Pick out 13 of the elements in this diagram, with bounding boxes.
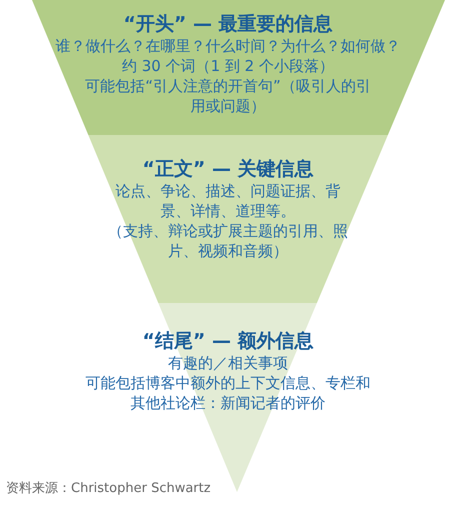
band-text: 可能包括“引人注意的开首句”（吸引人的引用或问题） <box>84 76 372 116</box>
source-note: 资料来源：Christopher Schwartz <box>6 480 212 498</box>
band-heading: “结尾” — 额外信息 <box>142 329 314 353</box>
band-text: 可能包括博客中额外的上下文信息、专栏和其他社论栏：新闻记者的评价 <box>84 373 372 413</box>
band-text: （支持、辩论或扩展主题的引用、照片、视频和音频） <box>107 221 349 261</box>
band-heading: “正文” — 关键信息 <box>142 157 314 181</box>
band-heading: “开头” — 最重要的信息 <box>123 12 333 36</box>
pyramid-band <box>31 0 446 135</box>
band-text: 约 30 个词（1 到 2 个小段落） <box>120 56 335 76</box>
band-text: 有趣的／相关事项 <box>167 353 289 373</box>
band-text: 谁？做什么？在哪里？什么时间？为什么？如何做？ <box>56 36 400 56</box>
pyramid-band <box>87 135 389 303</box>
band-text: 论点、争论、描述、问题证据、背景、详情、道理等。 <box>114 181 342 221</box>
